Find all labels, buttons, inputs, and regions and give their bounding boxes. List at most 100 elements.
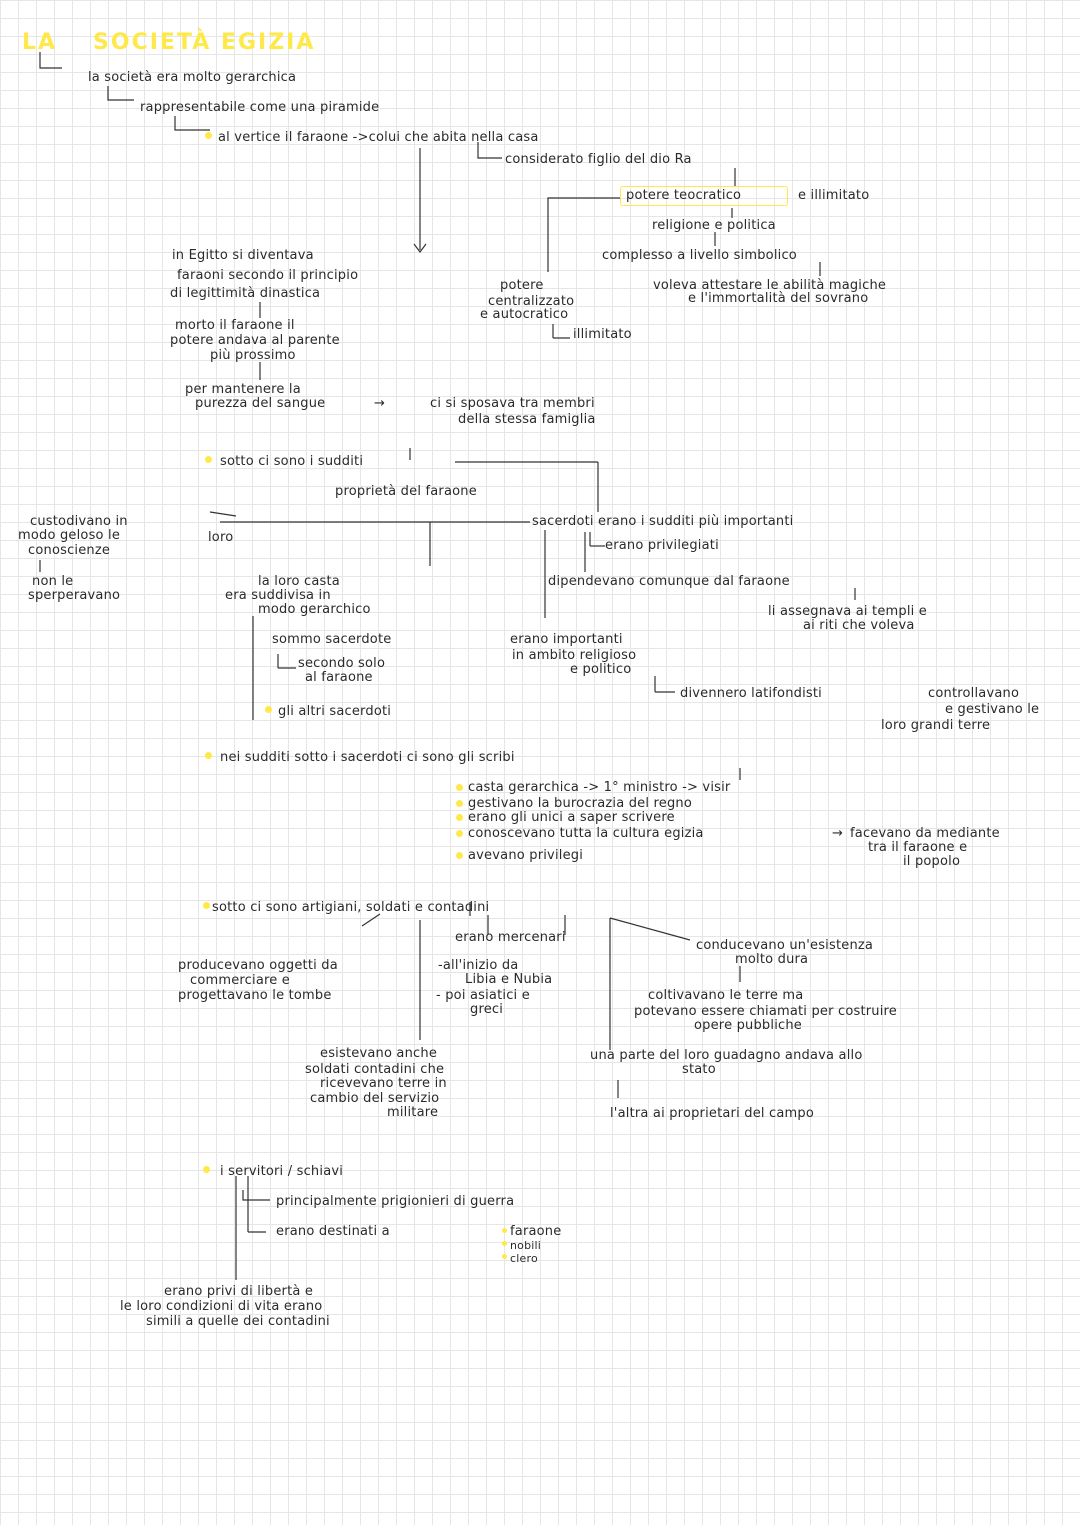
importanti-3: e politico: [570, 662, 632, 677]
intro-line-2: rappresentabile come una piramide: [140, 100, 380, 115]
scribi-facevano-2: tra il faraone e: [868, 840, 968, 855]
bullet-dot: [205, 132, 212, 139]
bullet-dot: [205, 456, 212, 463]
soldati-contadini-3: ricevevano terre in: [320, 1076, 447, 1091]
libia-2: Libia e Nubia: [465, 972, 553, 987]
intro-line-1: la società era molto gerarchica: [88, 70, 297, 85]
sacerdoti-main: sacerdoti erano i sudditi più importanti: [532, 514, 794, 529]
bullet-dot: [456, 800, 463, 807]
coltivavano-1: coltivavano le terre ma: [648, 988, 804, 1003]
dest-faraone: faraone: [510, 1224, 562, 1239]
bullet-dot: [203, 902, 210, 909]
sposava-line-1: ci si sposava tra membri: [430, 396, 595, 411]
immortalita: e l'immortalità del sovrano: [688, 291, 869, 306]
controllavano-1: controllavano: [928, 686, 1020, 701]
bullet-dot: [265, 706, 272, 713]
bullet-dot: [502, 1254, 507, 1259]
servi-destinati: erano destinati a: [276, 1224, 390, 1239]
potere-teocratico: potere teocratico: [626, 188, 742, 203]
casta-line-2: era suddivisa in: [225, 588, 331, 603]
illimitato: illimitato: [573, 327, 632, 342]
bullet-dot: [456, 830, 463, 837]
asiatici-1: - poi asiatici e: [436, 988, 530, 1003]
asiatici-2: greci: [470, 1002, 504, 1017]
egitto-line-3: di legittimità dinastica: [170, 286, 321, 301]
title-word-la: LA: [22, 30, 58, 55]
lower-heading: sotto ci sono artigiani, soldati e conta…: [212, 900, 490, 915]
soldati-contadini-5: militare: [387, 1105, 439, 1120]
per-line-1: per mantenere la: [185, 382, 301, 397]
servi-heading: i servitori / schiavi: [220, 1164, 344, 1179]
altra-proprietari: l'altra ai proprietari del campo: [610, 1106, 815, 1121]
contadini-1: conducevano un'esistenza: [696, 938, 874, 953]
scribi-privilegi: avevano privilegi: [468, 848, 584, 863]
page-title: LA SOCIETÀ EGIZIA: [22, 30, 315, 55]
sposava-line-2: della stessa famiglia: [458, 412, 596, 427]
casta-line-1: la loro casta: [258, 574, 340, 589]
autocratico: e autocratico: [480, 307, 569, 322]
intro-line-3: al vertice il faraone ->colui che abita …: [218, 130, 539, 145]
coltivavano-3: opere pubbliche: [694, 1018, 802, 1033]
scribi-scrivere: erano gli unici a saper scrivere: [468, 810, 675, 825]
morto-line-3: più prossimo: [210, 348, 296, 363]
controllavano-3: loro grandi terre: [881, 718, 991, 733]
sperperavano: sperperavano: [28, 588, 121, 603]
soldati-contadini-4: cambio del servizio: [310, 1091, 440, 1106]
scribi-facevano-1: facevano da mediante: [850, 826, 1000, 841]
privi-2: le loro condizioni di vita erano: [120, 1299, 323, 1314]
contadini-2: molto dura: [735, 952, 809, 967]
assegnava-2: ai riti che voleva: [803, 618, 915, 633]
scribi-gestivano: gestivano la burocrazia del regno: [468, 796, 693, 811]
centralizzato: centralizzato: [488, 294, 575, 309]
bullet-dot: [203, 1166, 210, 1173]
morto-line-2: potere andava al parente: [170, 333, 340, 348]
per-line-2: purezza del sangue: [195, 396, 326, 411]
arrow-text: →: [374, 396, 386, 411]
custodivano-3: conoscienze: [28, 543, 111, 558]
morto-line-1: morto il faraone il: [175, 318, 295, 333]
artigiani-2: commerciare e: [190, 973, 290, 988]
intro-line-4: considerato figlio del dio Ra: [505, 152, 692, 167]
illimitato-top: e illimitato: [798, 188, 870, 203]
servi-prigionieri: principalmente prigionieri di guerra: [276, 1194, 515, 1209]
assegnava-1: li assegnava ai templi e: [768, 604, 927, 619]
title-word-societa: SOCIETÀ EGIZIA: [93, 30, 316, 55]
proprieta-faraone: proprietà del faraone: [335, 484, 477, 499]
importanti-2: in ambito religioso: [512, 648, 637, 663]
custodivano-2: modo geloso le: [18, 528, 121, 543]
guadagno-2: stato: [682, 1062, 716, 1077]
bullet-dot: [456, 814, 463, 821]
mercenari: erano mercenari: [455, 930, 566, 945]
al-faraone: al faraone: [305, 670, 373, 685]
guadagno-1: una parte del loro guadagno andava allo: [590, 1048, 863, 1063]
altri-sacerdoti: gli altri sacerdoti: [278, 704, 392, 719]
loro-word: loro: [208, 530, 234, 545]
casta-line-3: modo gerarchico: [258, 602, 371, 617]
privi-3: simili a quelle dei contadini: [146, 1314, 330, 1329]
artigiani-3: progettavano le tombe: [178, 988, 332, 1003]
dest-clero: clero: [510, 1252, 538, 1265]
bullet-dot: [456, 784, 463, 791]
bullet-dot: [205, 752, 212, 759]
custodivano-1: custodivano in: [30, 514, 128, 529]
dest-nobili: nobili: [510, 1239, 542, 1252]
soldati-contadini-2: soldati contadini che: [305, 1062, 445, 1077]
scribi-heading: nei sudditi sotto i sacerdoti ci sono gl…: [220, 750, 515, 765]
potere-label: potere: [500, 278, 544, 293]
coltivavano-2: potevano essere chiamati per costruire: [634, 1004, 898, 1019]
secondo-solo: secondo solo: [298, 656, 386, 671]
bullet-dot: [502, 1241, 507, 1246]
highlight-box: [620, 186, 788, 206]
dipendevano: dipendevano comunque dal faraone: [548, 574, 790, 589]
scribi-casta: casta gerarchica -> 1° ministro -> visir: [468, 780, 731, 795]
sudditi-heading: sotto ci sono i sudditi: [220, 454, 364, 469]
egitto-line-2: faraoni secondo il principio: [177, 268, 359, 283]
scribi-facevano-3: il popolo: [903, 854, 961, 869]
soldati-contadini-1: esistevano anche: [320, 1046, 438, 1061]
importanti-1: erano importanti: [510, 632, 623, 647]
sacerdoti-privilegiati: erano privilegiati: [605, 538, 719, 553]
voleva-attestare: voleva attestare le abilità magiche: [653, 278, 887, 293]
bullet-dot: [456, 852, 463, 859]
egitto-line-1: in Egitto si diventava: [172, 248, 314, 263]
